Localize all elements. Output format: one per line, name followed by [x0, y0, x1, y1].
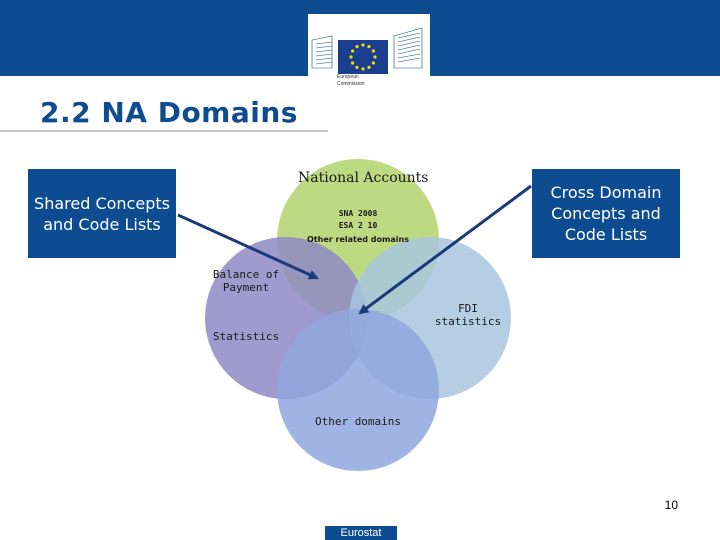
- statistics-label: Statistics: [212, 330, 280, 343]
- footer-label: Eurostat: [325, 526, 397, 540]
- other-related-domains-label: Other related domains: [307, 235, 409, 244]
- cross-domain-concepts-box: Cross Domain Concepts and Code Lists: [532, 169, 680, 258]
- balance-of-payment-label: Balance of Payment: [212, 268, 280, 294]
- page-number: 10: [664, 498, 678, 512]
- other-domains-label: Other domains: [314, 415, 402, 428]
- circle-other-domains: [277, 309, 439, 471]
- title-underline: [0, 130, 328, 132]
- sna-label: SNA 2008: [338, 209, 378, 218]
- logo-line-1: European: [337, 74, 359, 80]
- esa-label: ESA 2 10: [338, 221, 378, 230]
- slide-title: 2.2 NA Domains: [40, 96, 298, 129]
- logo-text: European Commission: [337, 74, 365, 88]
- national-accounts-label: National Accounts: [298, 170, 429, 186]
- logo-line-2: Commission: [337, 81, 365, 87]
- arrow-left: [177, 213, 319, 280]
- european-commission-logo: [308, 14, 430, 98]
- fdi-statistics-label: FDI statistics: [434, 302, 502, 328]
- arrow-right: [358, 184, 532, 315]
- shared-concepts-box: Shared Concepts and Code Lists: [28, 169, 176, 258]
